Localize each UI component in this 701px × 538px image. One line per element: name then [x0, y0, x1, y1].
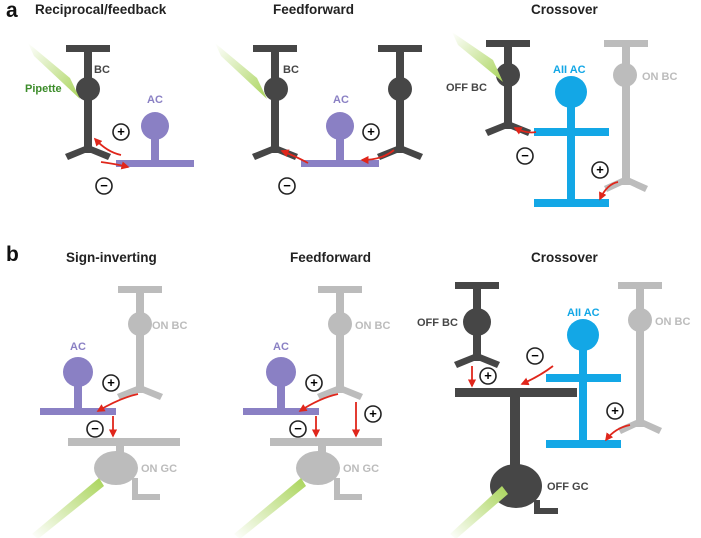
sign-badge-8 — [305, 374, 323, 392]
sign-badge-5 — [591, 161, 609, 179]
inhibitory-sign-1: − — [283, 178, 291, 193]
synapse-arrow-6 — [96, 393, 139, 412]
title-feedforward-b: Feedforward — [290, 250, 372, 265]
b3-aii-amacrine-cell — [546, 319, 621, 448]
inhibitory-sign-0: − — [100, 178, 108, 193]
b3-off-bc-label: OFF BC — [417, 317, 458, 329]
excitatory-sign-7: + — [611, 403, 619, 418]
synapse-arrow-2 — [360, 149, 395, 165]
excitatory-sign-1: + — [367, 124, 375, 139]
excitatory-sign-3: + — [107, 375, 115, 390]
a2-bipolar-cell-right — [377, 45, 423, 160]
b1-ac-label: AC — [70, 341, 86, 353]
a2-bipolar-cell-left — [252, 45, 298, 160]
synapse-arrow-12 — [520, 365, 554, 386]
sign-badge-7 — [86, 420, 104, 438]
b2-amacrine-cell — [243, 357, 319, 415]
excitatory-sign-6: + — [484, 368, 492, 383]
a3-on-bc-label: ON BC — [642, 71, 678, 83]
synapse-arrow-4 — [513, 127, 537, 135]
a2-ac-label: AC — [333, 94, 349, 106]
title-crossover-b: Crossover — [531, 250, 598, 265]
b1-sign-inverting-circuit: + − AC ON BC ON GC — [32, 286, 188, 538]
pipette-label: Pipette — [25, 83, 62, 95]
b1-amacrine-cell — [40, 357, 116, 415]
a3-pipette — [452, 32, 503, 82]
a3-crossover-circuit: − + OFF BC AII AC ON BC — [446, 32, 678, 207]
b1-on-gc-label: ON GC — [141, 463, 177, 475]
sign-badge-12 — [526, 347, 544, 365]
inhibitory-sign-2: − — [521, 148, 529, 163]
b3-on-bipolar-cell — [618, 282, 662, 434]
a2-bc-label: BC — [283, 64, 299, 76]
b3-pipette — [450, 486, 508, 538]
title-sign-inverting: Sign-inverting — [66, 250, 157, 265]
b2-on-gc-label: ON GC — [343, 463, 379, 475]
sign-badge-1 — [95, 177, 113, 195]
synapse-arrow-3 — [280, 149, 309, 164]
synapse-arrow-5 — [599, 181, 619, 201]
b2-on-bipolar-cell — [317, 286, 363, 400]
a2-amacrine-cell — [301, 112, 379, 167]
title-reciprocal-feedback: Reciprocal/feedback — [35, 2, 167, 17]
synapse-arrow-8 — [298, 393, 339, 412]
excitatory-sign-2: + — [596, 162, 604, 177]
sign-badge-10 — [364, 405, 382, 423]
synapse-arrow-0 — [93, 137, 122, 156]
sign-badge-3 — [278, 177, 296, 195]
title-feedforward-a: Feedforward — [273, 2, 355, 17]
excitatory-sign-5: + — [369, 406, 377, 421]
b2-feedforward-circuit: + − + AC ON BC ON GC — [234, 286, 391, 538]
a3-aii-ac-label: AII AC — [553, 64, 586, 76]
a2-feedforward-circuit: + − BC AC — [215, 43, 423, 195]
sign-badge-13 — [606, 402, 624, 420]
inhibitory-sign-4: − — [294, 421, 302, 436]
a1-ac-label: AC — [147, 94, 163, 106]
a3-off-bipolar-cell — [485, 40, 531, 136]
sign-badge-9 — [289, 420, 307, 438]
a3-aii-amacrine-cell — [534, 76, 609, 207]
synapse-arrow-1 — [100, 161, 130, 170]
a1-bc-label: BC — [94, 64, 110, 76]
b2-ac-label: AC — [273, 341, 289, 353]
b3-off-ganglion-cell — [455, 388, 577, 514]
a2-pipette — [215, 43, 267, 99]
b2-pipette — [234, 478, 306, 538]
sign-badge-6 — [102, 374, 120, 392]
title-crossover-a: Crossover — [531, 2, 598, 17]
synapse-arrow-13 — [605, 424, 631, 442]
a3-off-bc-label: OFF BC — [446, 82, 487, 94]
b2-on-ganglion-cell — [270, 438, 382, 500]
sign-badge-0 — [112, 123, 130, 141]
a1-bipolar-cell — [65, 45, 111, 160]
b2-on-bc-label: ON BC — [355, 320, 391, 332]
b1-pipette — [32, 478, 104, 538]
b3-on-bc-label: ON BC — [655, 316, 691, 328]
excitatory-sign-0: + — [117, 124, 125, 139]
b3-off-gc-label: OFF GC — [547, 481, 589, 493]
excitatory-sign-4: + — [310, 375, 318, 390]
a1-amacrine-cell — [116, 112, 194, 167]
a1-pipette — [28, 43, 80, 99]
sign-badge-2 — [362, 123, 380, 141]
b3-off-bipolar-cell — [454, 282, 500, 368]
sign-badge-11 — [479, 367, 497, 385]
b3-aii-ac-label: AII AC — [567, 307, 600, 319]
panel-b-letter: b — [6, 243, 19, 266]
b1-on-ganglion-cell — [68, 438, 180, 500]
b1-on-bipolar-cell — [117, 286, 163, 400]
b3-crossover-circuit: + − + OFF BC AII AC ON BC OFF GC — [417, 282, 691, 538]
sign-badge-4 — [516, 147, 534, 165]
a3-on-bipolar-cell — [604, 40, 648, 192]
a1-reciprocal-circuit: + − BC Pipette AC — [25, 43, 194, 195]
panel-a-letter: a — [6, 0, 18, 22]
inhibitory-sign-3: − — [91, 421, 99, 436]
inhibitory-sign-5: − — [531, 348, 539, 363]
b1-on-bc-label: ON BC — [152, 320, 188, 332]
